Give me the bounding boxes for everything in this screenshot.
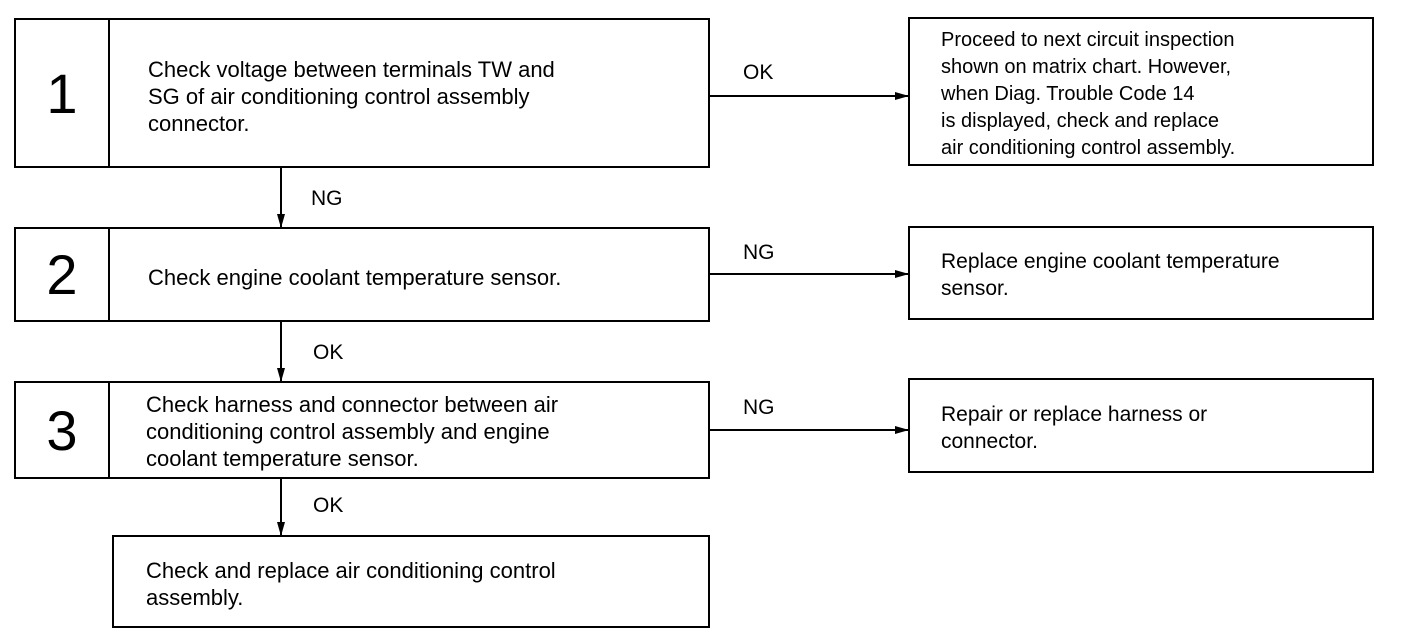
label-step1-ok: OK bbox=[743, 61, 774, 84]
result-3-box: Repair or replace harness or connector. bbox=[908, 378, 1374, 473]
step-2-text: Check engine coolant temperature sensor. bbox=[148, 265, 562, 290]
step-3-box: 3 Check harness and connector between ai… bbox=[14, 381, 710, 479]
step-2-box: 2 Check engine coolant temperature senso… bbox=[14, 227, 710, 322]
label-step3-ng: NG bbox=[743, 396, 775, 419]
label-step2-ng: NG bbox=[743, 241, 775, 264]
label-step1-ng: NG bbox=[311, 187, 343, 210]
result-3-text: Repair or replace harness or connector. bbox=[941, 403, 1208, 453]
result-2-text: Replace engine coolant temperature senso… bbox=[941, 250, 1280, 300]
result-1-box: Proceed to next circuit inspection shown… bbox=[908, 17, 1374, 166]
step-2-number: 2 bbox=[16, 229, 110, 320]
step-3-text: Check harness and connector between air … bbox=[146, 392, 559, 471]
label-step3-ok: OK bbox=[313, 494, 344, 517]
result-2-box: Replace engine coolant temperature senso… bbox=[908, 226, 1374, 320]
final-step-box: Check and replace air conditioning contr… bbox=[112, 535, 710, 628]
label-step2-ok: OK bbox=[313, 341, 344, 364]
result-1-text: Proceed to next circuit inspection shown… bbox=[941, 29, 1236, 159]
step-1-number: 1 bbox=[16, 20, 110, 166]
step-1-box: 1 Check voltage between terminals TW and… bbox=[14, 18, 710, 168]
step-1-text: Check voltage between terminals TW and S… bbox=[148, 57, 555, 136]
final-step-text: Check and replace air conditioning contr… bbox=[146, 558, 556, 610]
step-3-number: 3 bbox=[16, 383, 110, 477]
